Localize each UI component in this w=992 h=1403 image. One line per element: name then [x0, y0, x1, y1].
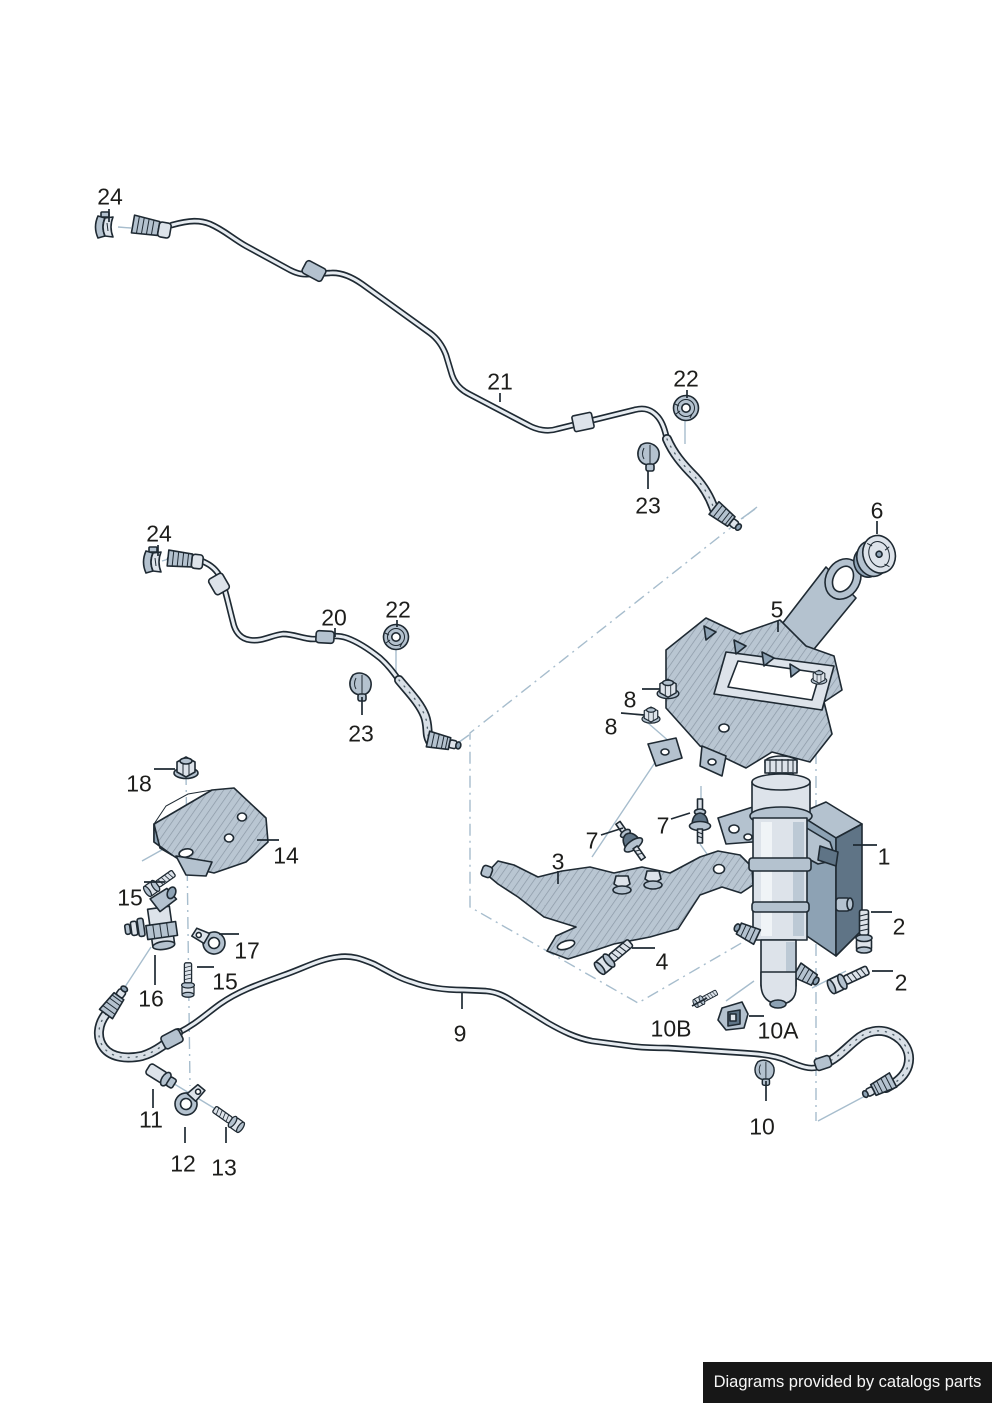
part-grommet-22-top — [672, 394, 700, 422]
part-elbow-16 — [123, 886, 179, 951]
part-bushing-7-a — [608, 815, 653, 866]
part-bracket-5 — [647, 558, 862, 777]
part-bolt-13 — [209, 1103, 247, 1135]
part-pin-11 — [145, 1063, 177, 1089]
part-pipe-9 — [94, 953, 914, 1104]
part-bolt-2-b — [824, 961, 872, 997]
part-clip-23-top — [637, 442, 660, 472]
part-pump-assembly-1 — [717, 755, 863, 1009]
part-pipe-21 — [94, 211, 747, 536]
part-valve-10A — [717, 1001, 749, 1031]
part-pipe-20 — [142, 546, 464, 755]
part-bracket-3 — [480, 850, 754, 960]
part-nut-18 — [173, 756, 199, 780]
footer-attribution-bar: Diagrams provided by catalogs parts — [703, 1362, 992, 1403]
pipe-20-corrugated-end — [166, 549, 204, 570]
part-clamp-17 — [190, 923, 228, 958]
part-clamp-24-top — [94, 211, 114, 239]
pipe-21-corrugated-end — [130, 214, 172, 239]
part-cap-6 — [853, 534, 897, 578]
part-bracket-14 — [153, 787, 269, 877]
part-nut-8-b — [641, 706, 661, 724]
part-bushing-7-b — [688, 798, 712, 844]
callout-leader-lines — [108, 209, 893, 1143]
part-clamp-12 — [171, 1082, 210, 1118]
part-grommet-22-mid — [382, 623, 410, 651]
part-clip-23-mid — [349, 672, 372, 702]
part-bolt-15-b — [180, 962, 196, 998]
footer-attribution-text: Diagrams provided by catalogs parts — [713, 1373, 982, 1391]
part-clip-10 — [754, 1059, 775, 1087]
